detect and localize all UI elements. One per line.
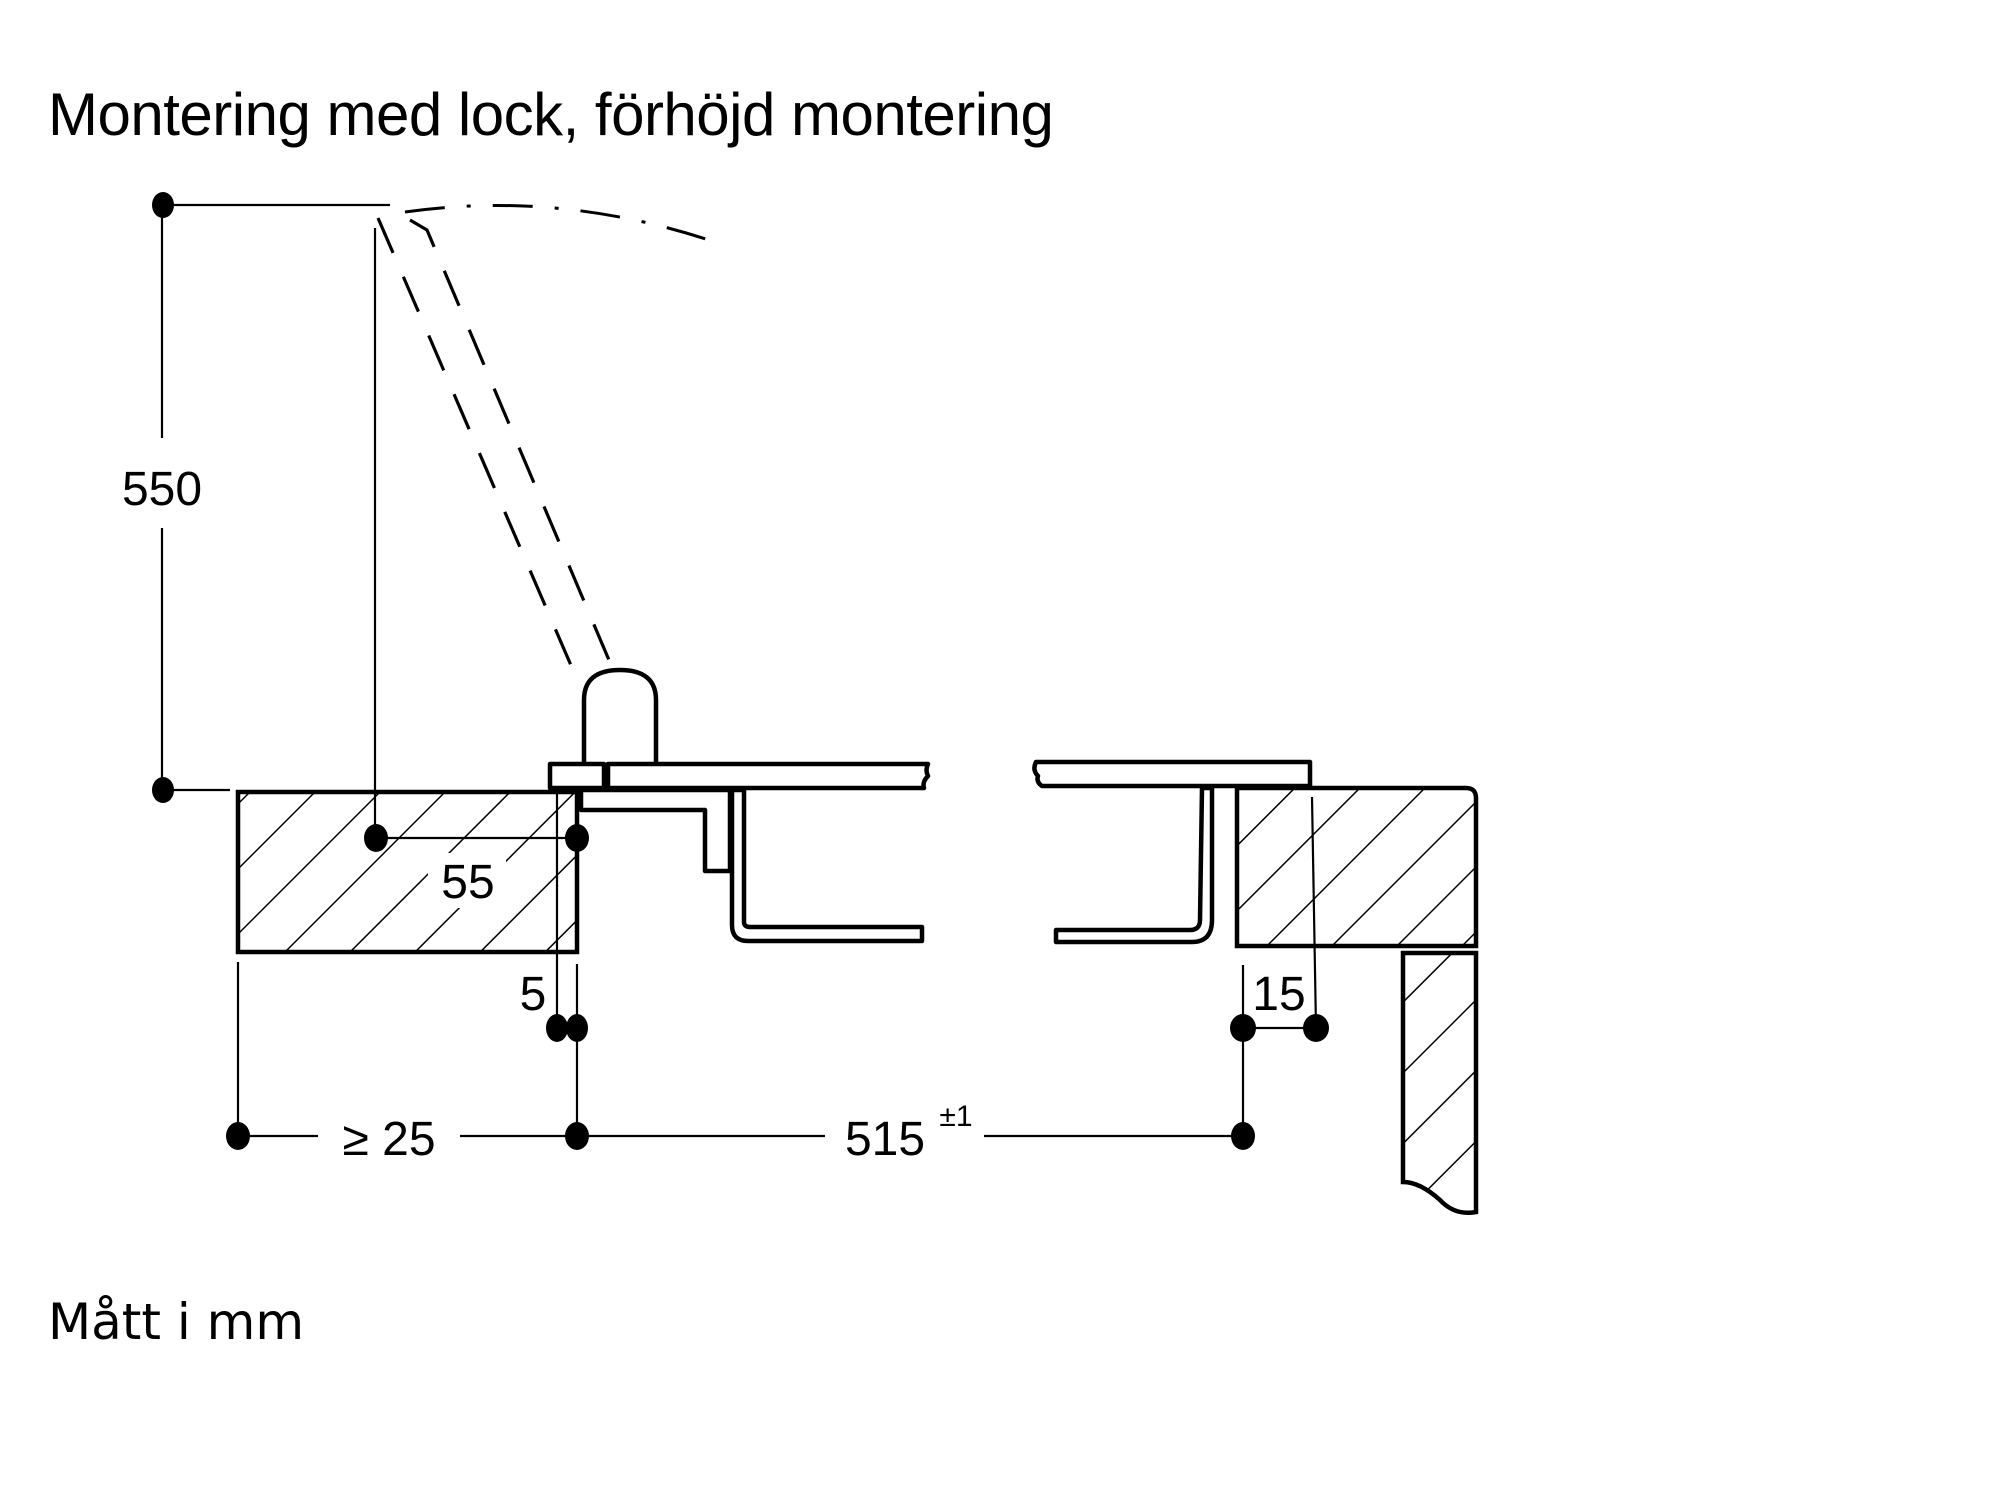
cabinet-side-wall — [1400, 950, 1479, 1215]
dimension-label-55: 55 — [441, 856, 494, 909]
dimension-overlap: 15 — [1230, 796, 1329, 1136]
dimension-hinge-offset: 55 — [364, 824, 589, 909]
dimension-lid-height: 550 — [122, 192, 390, 803]
diagram-title: Montering med lock, förhöjd montering — [48, 81, 1054, 148]
dimension-dot — [1231, 1122, 1255, 1150]
hinge — [547, 667, 659, 791]
dimension-dot — [1230, 1014, 1256, 1042]
right-countertop-section — [1234, 785, 1479, 949]
left-countertop-section — [235, 789, 580, 955]
dimension-dot — [364, 824, 388, 852]
dimension-dot — [1303, 1014, 1329, 1042]
dimension-dot — [546, 1014, 568, 1042]
open-lid-outline — [376, 217, 616, 678]
cooktop-panel-left — [605, 761, 931, 791]
dimension-dot — [565, 824, 589, 852]
left-mounting-bracket — [578, 787, 925, 944]
dimension-bottom-row: ≥ 25 515 ±1 — [226, 962, 1255, 1166]
dimension-gap: 5 — [520, 794, 588, 1136]
dimension-dot — [152, 777, 174, 803]
cooktop-panel-right — [1032, 759, 1313, 789]
dimension-tolerance: ±1 — [939, 1100, 972, 1133]
dimension-dot — [152, 192, 174, 218]
units-note: Mått i mm — [48, 1293, 305, 1351]
dimension-label-15: 15 — [1252, 968, 1305, 1021]
dimension-dot — [565, 1122, 589, 1150]
lid-swing-arc — [404, 203, 716, 244]
dimension-label-5: 5 — [520, 968, 547, 1021]
right-mounting-bracket — [1053, 785, 1215, 945]
dimension-dot — [566, 1014, 588, 1042]
dimension-label-min-25: ≥ 25 — [342, 1113, 435, 1166]
dimension-label-550: 550 — [122, 463, 202, 516]
dimension-dot — [226, 1122, 250, 1150]
dimension-label-515: 515 — [845, 1113, 925, 1166]
